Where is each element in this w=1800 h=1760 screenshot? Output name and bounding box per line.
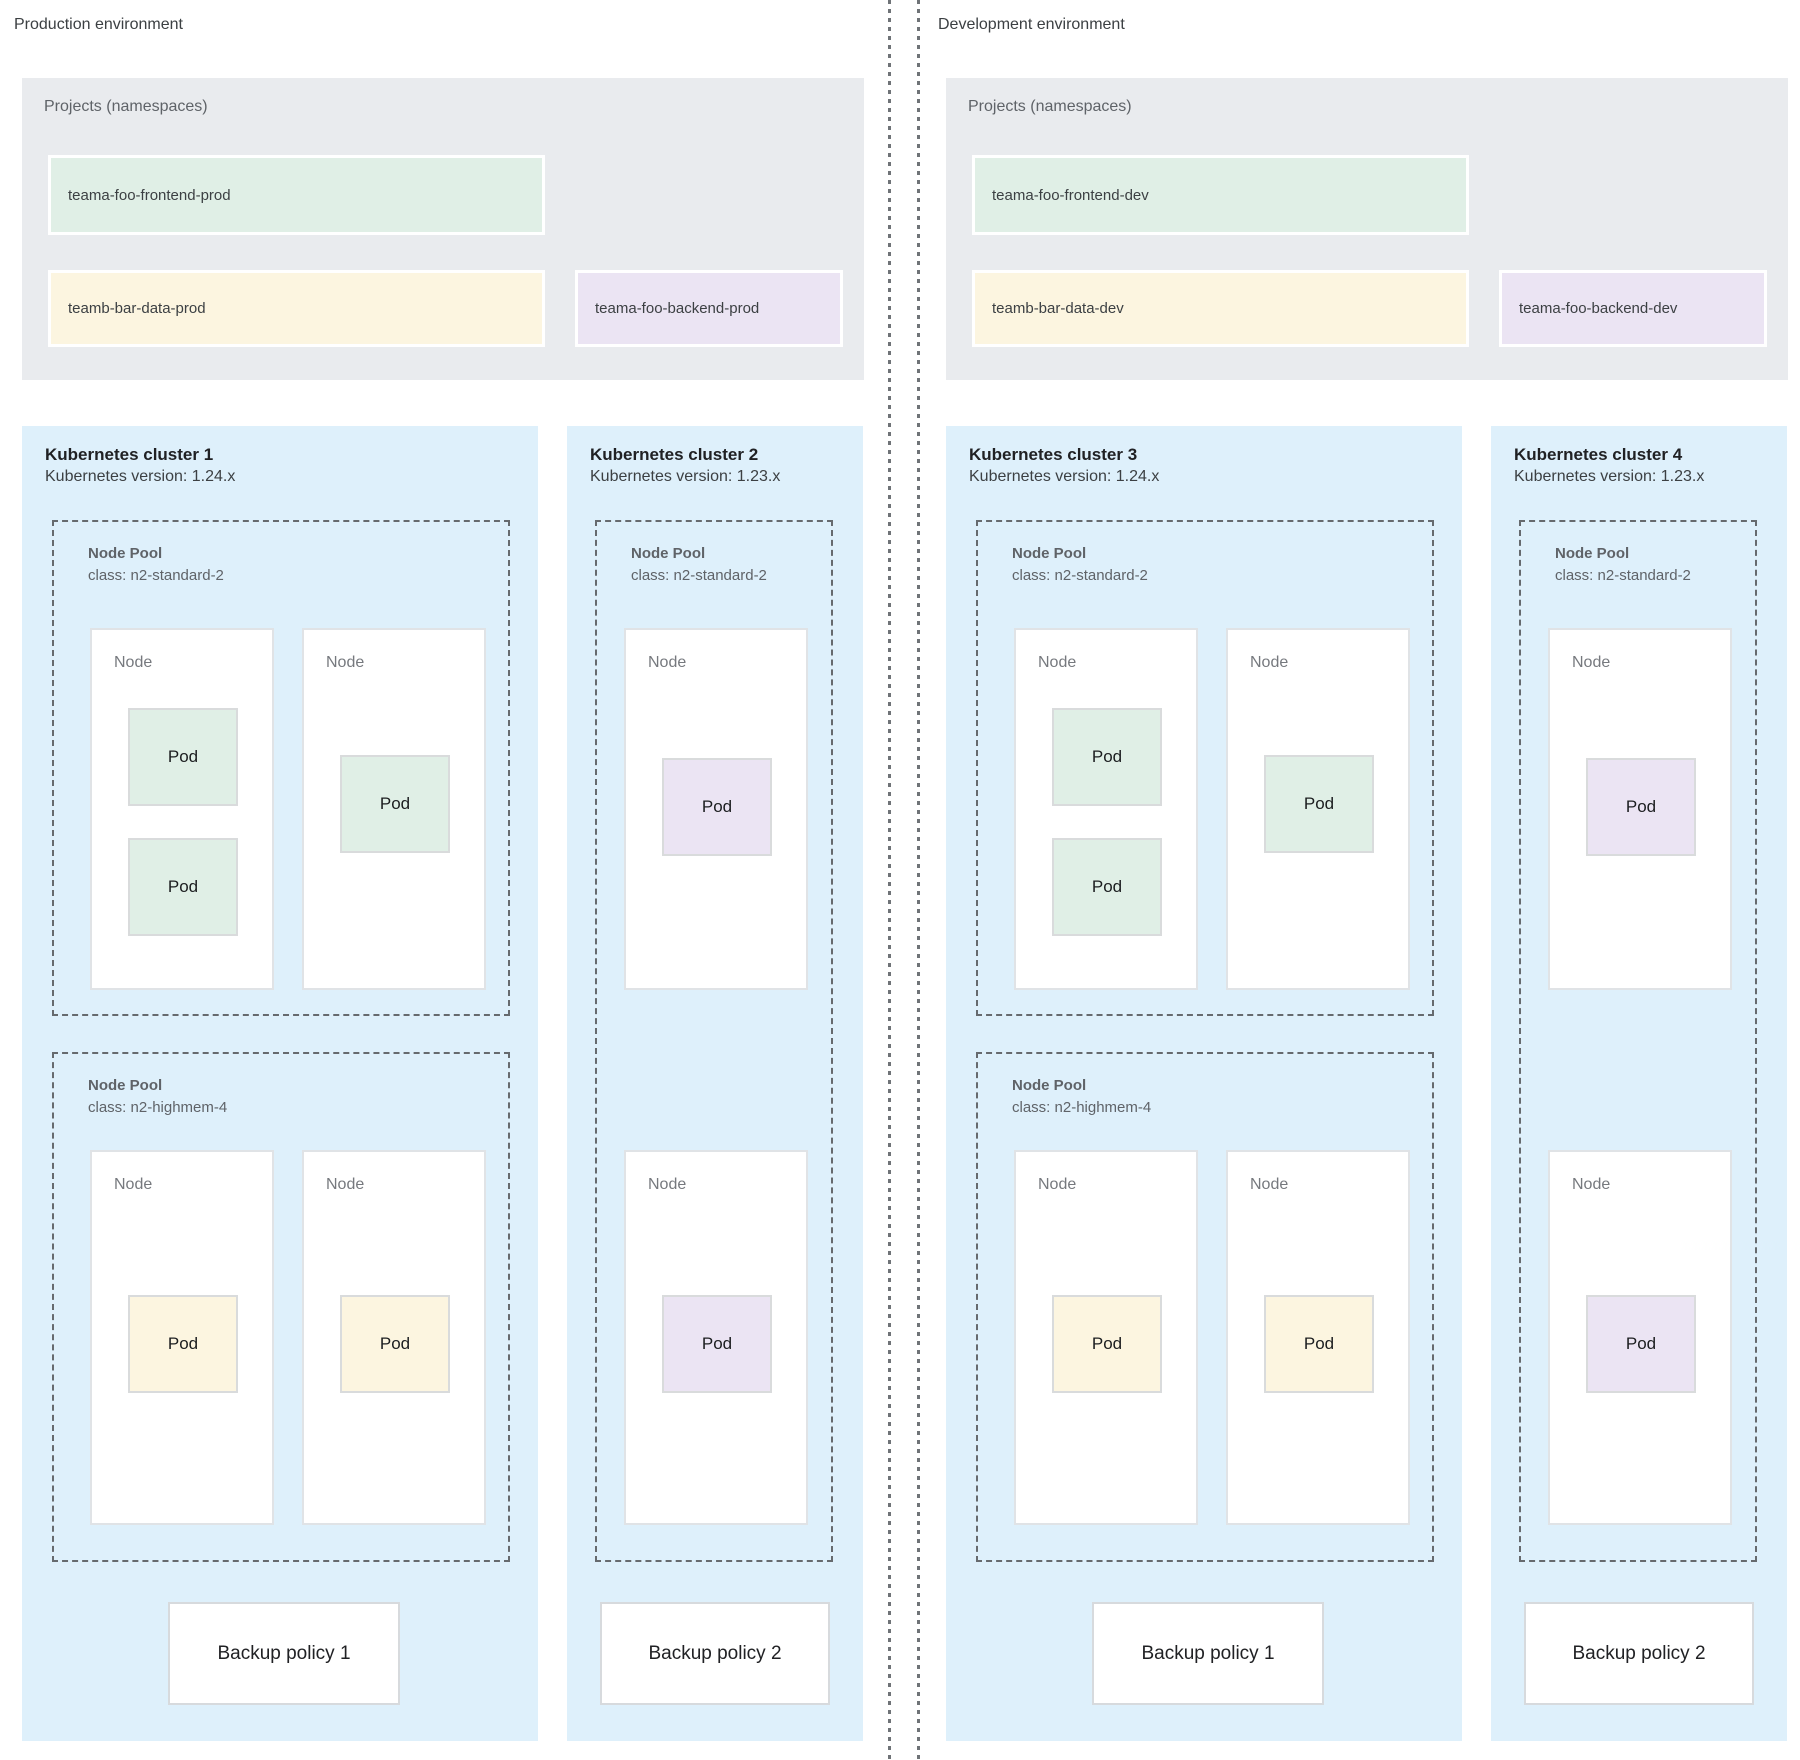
backup-policy-box: Backup policy 2	[600, 1602, 830, 1705]
cluster-title: Kubernetes cluster 2	[590, 445, 759, 464]
node-pool-header: Node Pool class: n2-standard-2	[88, 543, 224, 587]
cluster-version: Kubernetes version: 1.23.x	[1514, 468, 1705, 485]
node-box: Node Pod	[90, 1150, 274, 1525]
node-pool: Node Pool class: n2-highmem-4 Node Pod N…	[52, 1052, 510, 1562]
node-label: Node	[1038, 1176, 1077, 1193]
node-box: Node Pod	[624, 1150, 808, 1525]
cluster-box: Kubernetes cluster 2 Kubernetes version:…	[567, 426, 863, 1741]
node-pool: Node Pool class: n2-standard-2 Node Pod …	[595, 520, 833, 1562]
node-label: Node	[114, 654, 153, 671]
node-label: Node	[1250, 654, 1289, 671]
cluster-header: Kubernetes cluster 2 Kubernetes version:…	[590, 443, 780, 488]
backup-policy-box: Backup policy 2	[1524, 1602, 1754, 1705]
node-box: Node Pod	[302, 1150, 486, 1525]
environment-divider-line	[888, 0, 891, 1760]
node-pool-label: Node Pool	[1012, 545, 1087, 562]
namespace-box: teamb-bar-data-prod	[48, 270, 545, 347]
node-box: Node Pod	[1226, 628, 1410, 990]
namespace-box: teama-foo-backend-prod	[575, 270, 843, 347]
node-pool-label: Node Pool	[1012, 1077, 1087, 1094]
node-pool-class: class: n2-standard-2	[1012, 567, 1148, 584]
node-pool-header: Node Pool class: n2-highmem-4	[88, 1075, 227, 1119]
node-pool: Node Pool class: n2-standard-2 Node Pod …	[52, 520, 510, 1016]
cluster-version: Kubernetes version: 1.23.x	[590, 468, 781, 485]
node-label: Node	[326, 1176, 365, 1193]
node-box: Node Pod	[1226, 1150, 1410, 1525]
development-environment: Development environment Projects (namesp…	[924, 0, 1790, 1760]
projects-title: Projects (namespaces)	[968, 98, 1132, 115]
node-label: Node	[1250, 1176, 1289, 1193]
namespace-box: teama-foo-backend-dev	[1499, 270, 1767, 347]
environment-label: Production environment	[14, 16, 183, 33]
node-pool-class: class: n2-standard-2	[88, 567, 224, 584]
node-label: Node	[326, 654, 365, 671]
node-box: Node Pod Pod	[90, 628, 274, 990]
node-pool-class: class: n2-standard-2	[631, 567, 767, 584]
cluster-box: Kubernetes cluster 3 Kubernetes version:…	[946, 426, 1462, 1741]
cluster-version: Kubernetes version: 1.24.x	[45, 468, 236, 485]
node-box: Node Pod	[624, 628, 808, 990]
pod-box: Pod	[128, 1295, 238, 1393]
cluster-header: Kubernetes cluster 3 Kubernetes version:…	[969, 443, 1159, 488]
node-label: Node	[1038, 654, 1077, 671]
pod-box: Pod	[662, 758, 772, 856]
node-pool-label: Node Pool	[1555, 545, 1630, 562]
cluster-version: Kubernetes version: 1.24.x	[969, 468, 1160, 485]
pod-box: Pod	[1052, 1295, 1162, 1393]
cluster-header: Kubernetes cluster 1 Kubernetes version:…	[45, 443, 235, 488]
cluster-box: Kubernetes cluster 4 Kubernetes version:…	[1491, 426, 1787, 1741]
node-pool: Node Pool class: n2-standard-2 Node Pod …	[976, 520, 1434, 1016]
pod-box: Pod	[1586, 1295, 1696, 1393]
namespace-box: teama-foo-frontend-prod	[48, 155, 545, 235]
pod-box: Pod	[1264, 755, 1374, 853]
cluster-title: Kubernetes cluster 3	[969, 445, 1138, 464]
backup-policy-box: Backup policy 1	[1092, 1602, 1324, 1705]
environment-divider-line	[917, 0, 920, 1760]
pod-box: Pod	[128, 838, 238, 936]
pod-box: Pod	[1586, 758, 1696, 856]
node-pool-label: Node Pool	[631, 545, 706, 562]
pod-box: Pod	[1052, 838, 1162, 936]
node-pool-header: Node Pool class: n2-standard-2	[1555, 543, 1691, 587]
pod-box: Pod	[340, 1295, 450, 1393]
production-environment: Production environment Projects (namespa…	[0, 0, 866, 1760]
node-label: Node	[114, 1176, 153, 1193]
cluster-header: Kubernetes cluster 4 Kubernetes version:…	[1514, 443, 1704, 488]
pod-box: Pod	[1052, 708, 1162, 806]
namespace-box: teamb-bar-data-dev	[972, 270, 1469, 347]
node-label: Node	[1572, 1176, 1611, 1193]
cluster-title: Kubernetes cluster 4	[1514, 445, 1683, 464]
node-pool: Node Pool class: n2-highmem-4 Node Pod N…	[976, 1052, 1434, 1562]
node-box: Node Pod Pod	[1014, 628, 1198, 990]
node-pool-label: Node Pool	[88, 1077, 163, 1094]
node-pool-label: Node Pool	[88, 545, 163, 562]
node-box: Node Pod	[1548, 628, 1732, 990]
node-label: Node	[648, 654, 687, 671]
node-pool-class: class: n2-standard-2	[1555, 567, 1691, 584]
node-pool-header: Node Pool class: n2-standard-2	[631, 543, 767, 587]
pod-box: Pod	[662, 1295, 772, 1393]
cluster-title: Kubernetes cluster 1	[45, 445, 214, 464]
projects-box: Projects (namespaces) teama-foo-frontend…	[22, 78, 864, 380]
node-pool-header: Node Pool class: n2-highmem-4	[1012, 1075, 1151, 1119]
pod-box: Pod	[340, 755, 450, 853]
node-pool: Node Pool class: n2-standard-2 Node Pod …	[1519, 520, 1757, 1562]
node-pool-header: Node Pool class: n2-standard-2	[1012, 543, 1148, 587]
environment-label: Development environment	[938, 16, 1125, 33]
namespace-box: teama-foo-frontend-dev	[972, 155, 1469, 235]
node-label: Node	[1572, 654, 1611, 671]
node-label: Node	[648, 1176, 687, 1193]
backup-policy-box: Backup policy 1	[168, 1602, 400, 1705]
node-pool-class: class: n2-highmem-4	[1012, 1099, 1152, 1116]
pod-box: Pod	[128, 708, 238, 806]
node-box: Node Pod	[1548, 1150, 1732, 1525]
node-box: Node Pod	[1014, 1150, 1198, 1525]
cluster-box: Kubernetes cluster 1 Kubernetes version:…	[22, 426, 538, 1741]
node-pool-class: class: n2-highmem-4	[88, 1099, 228, 1116]
node-box: Node Pod	[302, 628, 486, 990]
pod-box: Pod	[1264, 1295, 1374, 1393]
projects-title: Projects (namespaces)	[44, 98, 208, 115]
projects-box: Projects (namespaces) teama-foo-frontend…	[946, 78, 1788, 380]
